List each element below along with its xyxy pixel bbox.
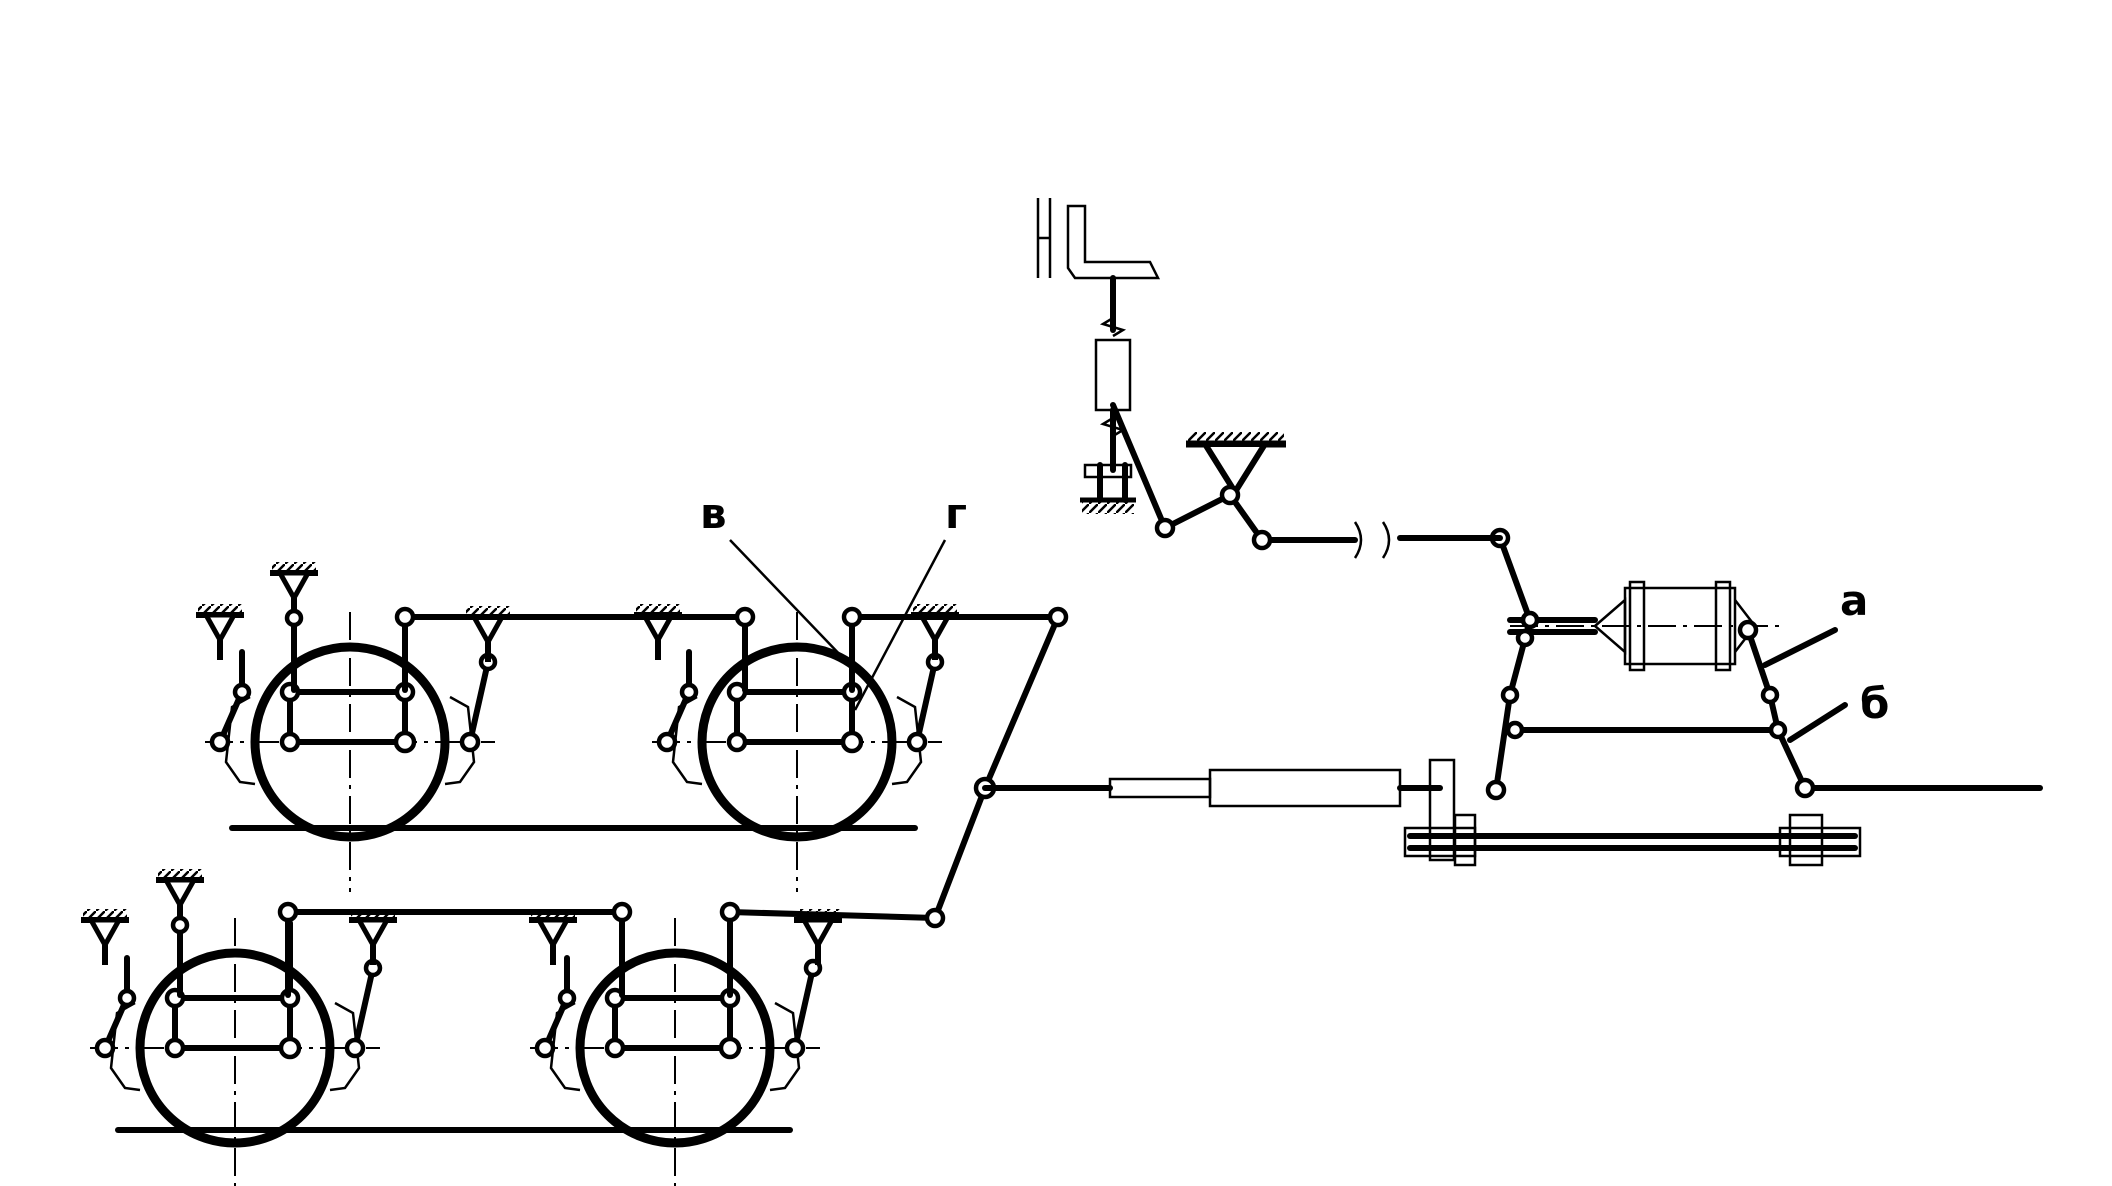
hand-brake-mechanism — [1036, 198, 1503, 559]
leader-b — [1787, 702, 1848, 743]
label-b: б — [1860, 679, 1889, 728]
label-g: г — [945, 489, 967, 538]
leader-g — [853, 539, 947, 711]
lower-truck — [81, 869, 938, 1186]
brake-cylinder-assembly — [1485, 527, 1848, 801]
leader-v — [729, 539, 846, 661]
label-v: в — [700, 489, 727, 538]
leader-a — [1762, 627, 1838, 668]
label-a: а — [1840, 576, 1868, 625]
upper-truck — [196, 562, 1061, 892]
main-linkage — [924, 606, 2043, 929]
